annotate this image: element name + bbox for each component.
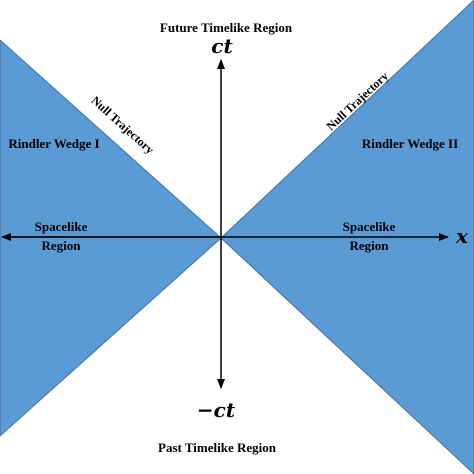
- rindler-wedge-i-label: Rindler Wedge I: [8, 136, 99, 151]
- future-timelike-label: Future Timelike Region: [160, 20, 293, 35]
- x-axis-label: x: [455, 224, 469, 248]
- left-spacelike-label-line2: Region: [42, 238, 82, 253]
- right-spacelike-label-line2: Region: [350, 238, 390, 253]
- negative-ct-axis-label: −ct: [197, 398, 236, 422]
- past-timelike-label: Past Timelike Region: [158, 440, 277, 455]
- rindler-wedge-left: [0, 39, 222, 437]
- right-spacelike-label-line1: Spacelike: [343, 219, 396, 234]
- ct-axis-label: ct: [211, 34, 233, 58]
- left-spacelike-label-line1: Spacelike: [35, 219, 88, 234]
- rindler-wedge-ii-label: Rindler Wedge II: [362, 136, 458, 151]
